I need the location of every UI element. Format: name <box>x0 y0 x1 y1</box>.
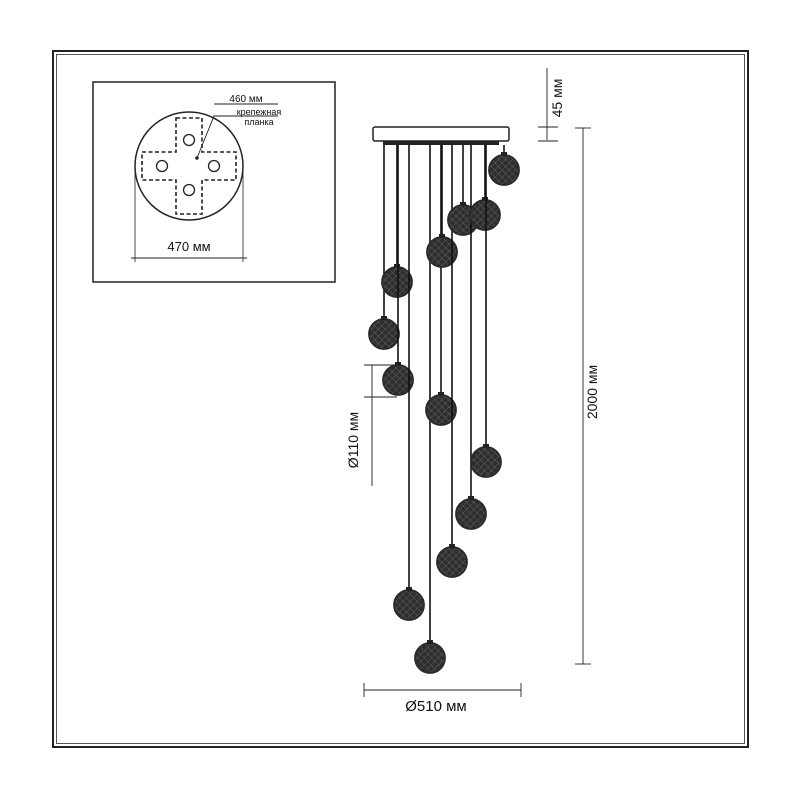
pendant-cap <box>394 264 400 268</box>
mount-hole-left <box>155 159 169 173</box>
pendant-cap <box>468 496 474 500</box>
canopy-top-view: 460 мм крепежная планка 470 мм <box>92 81 336 283</box>
pendant-cap <box>439 234 445 238</box>
pendant-cap <box>406 587 412 591</box>
pendant-cap <box>483 444 489 448</box>
mount-hole-right <box>207 159 221 173</box>
canopy-height-label: 45 мм <box>549 79 565 118</box>
leader-line <box>196 115 278 159</box>
total-height-label: 2000 мм <box>584 365 600 419</box>
canopy-base <box>383 141 499 145</box>
pendant-ball <box>368 318 400 350</box>
pendant-ball <box>455 498 487 530</box>
pendant-ball <box>469 199 501 231</box>
pendant-cap <box>381 316 387 320</box>
mount-hole-bottom <box>182 183 196 197</box>
dim-overall-diameter: Ø510 мм <box>363 683 522 715</box>
pendant-cap <box>438 392 444 396</box>
pendant-cap <box>395 362 401 366</box>
pendant-cap <box>482 197 488 201</box>
pendant-cap <box>449 544 455 548</box>
dim-total-height: 2000 мм <box>575 127 600 665</box>
overall-diameter-label: Ø510 мм <box>405 698 467 715</box>
pendant-cap <box>460 202 466 206</box>
dim-canopy-height: 45 мм <box>538 68 565 142</box>
pendant-ball <box>393 589 425 621</box>
outer-frame <box>52 50 749 748</box>
pendant-cap <box>427 640 433 644</box>
shade-diameter-label: Ø110 мм <box>345 412 361 468</box>
mount-hole-top <box>182 133 196 147</box>
inner-frame <box>56 54 745 744</box>
canopy-diameter-label: 470 мм <box>167 239 210 254</box>
plate-note-line2: планка <box>244 117 273 127</box>
plate-size-label: 460 мм <box>229 94 262 105</box>
canopy-circle <box>134 111 244 221</box>
pendant-ball <box>436 546 468 578</box>
pendant-cap <box>501 152 507 156</box>
canopy-body <box>372 126 510 142</box>
pendant-ball <box>381 266 413 298</box>
pendant-ball <box>488 154 520 186</box>
pendants-group <box>368 145 520 674</box>
dim-shade-diameter: Ø110 мм <box>345 364 397 486</box>
mounting-plate-outline <box>141 117 237 215</box>
canopy-side-view <box>372 126 510 145</box>
inset-box <box>92 81 336 283</box>
pendant-ball <box>414 642 446 674</box>
plate-note-line1: крепежная <box>237 107 282 117</box>
pendant-ball <box>470 446 502 478</box>
